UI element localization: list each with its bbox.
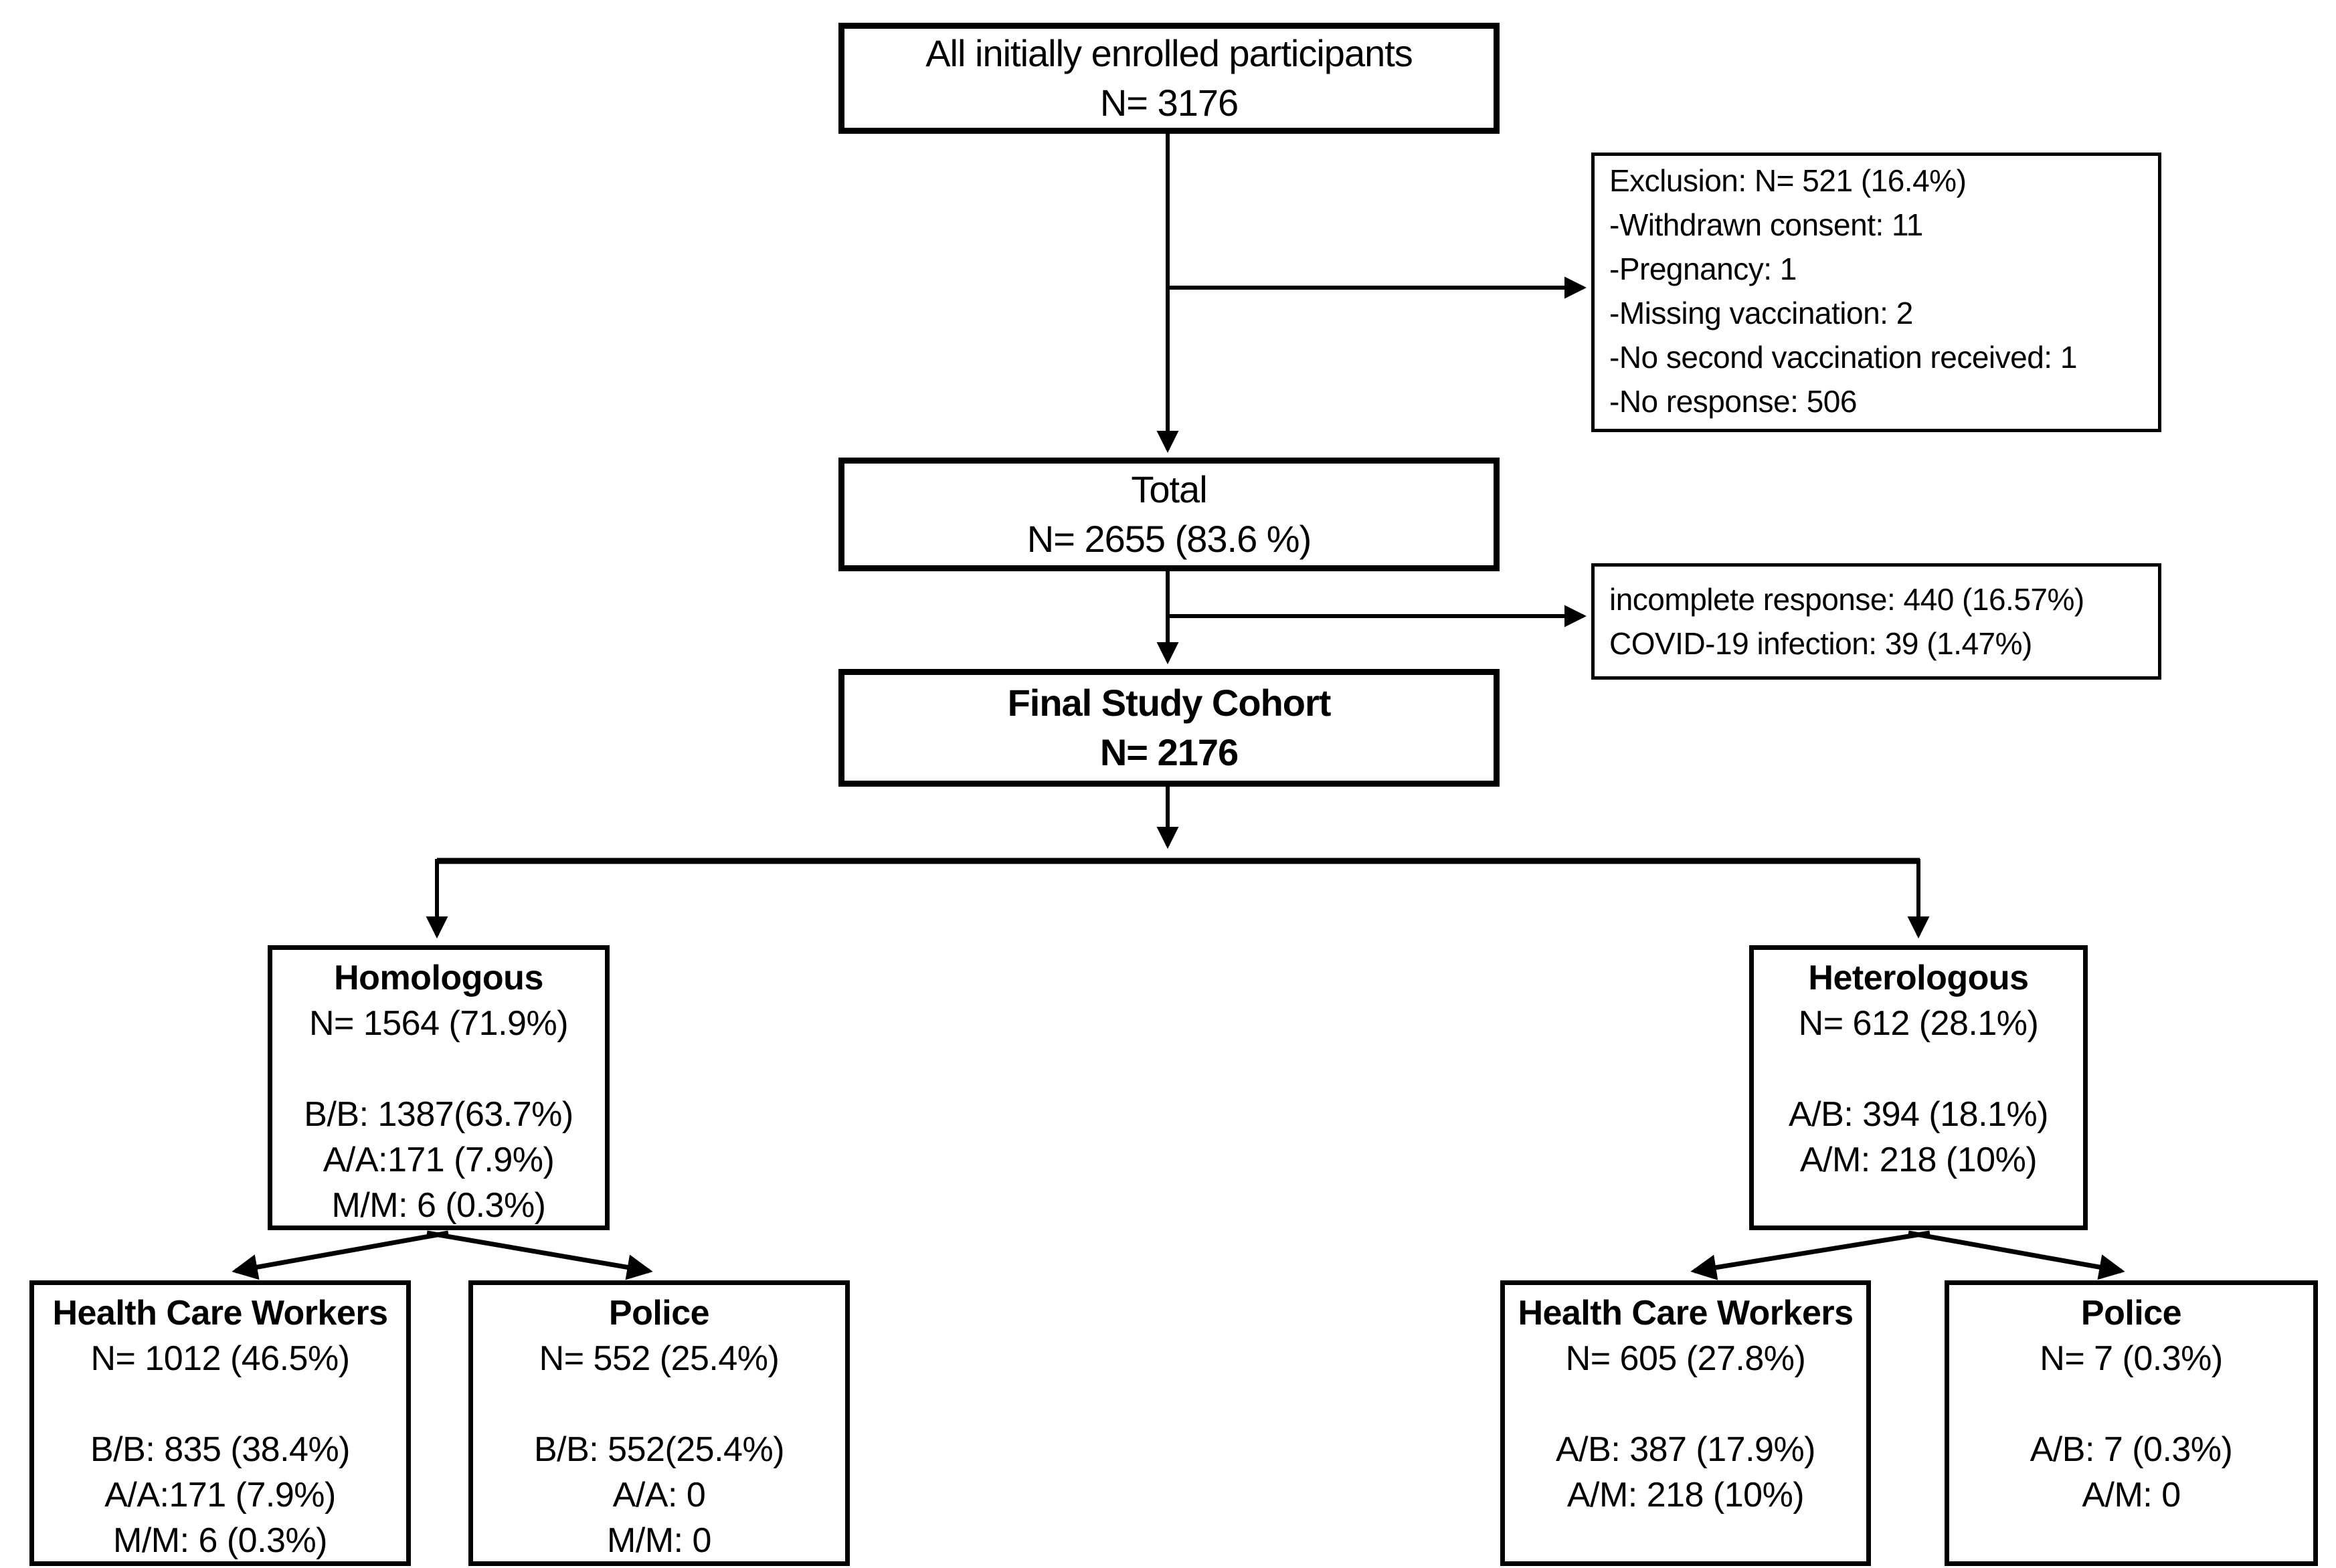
exclusion-line: -Pregnancy: 1 [1609,252,1797,286]
attrition-line: incomplete response: 440 (16.57%) [1609,582,2084,617]
node-hcw-homologous-n: N= 1012 (46.5%) [90,1339,350,1378]
node-final-n: N= 2176 [1099,731,1239,773]
arrow-heterologous-to-hcw [1690,1230,1930,1280]
spacer [1754,1046,2083,1092]
node-total: Total N= 2655 (83.6 %) [838,458,1500,571]
spacer [1505,1381,1866,1427]
node-heterologous-title: Heterologous [1808,959,2029,997]
exclusion-line: -Withdrawn consent: 11 [1609,207,1923,242]
node-police-homologous-title: Police [608,1294,710,1333]
arrow-heterologous-to-police [1908,1230,2125,1280]
heterologous-stat: A/M: 218 (10%) [1799,1141,2038,1179]
node-heterologous: Heterologous N= 612 (28.1%) A/B: 394 (18… [1749,945,2088,1230]
node-police-heterologous: Police N= 7 (0.3%) A/B: 7 (0.3%) A/M: 0 [1945,1280,2318,1566]
hcw-homologous-stat: A/A:171 (7.9%) [104,1476,336,1514]
police-heterologous-stat: A/M: 0 [2082,1476,2181,1514]
node-hcw-heterologous-title: Health Care Workers [1518,1294,1854,1333]
arrow-homologous-to-police [426,1230,653,1280]
hcw-heterologous-stat: A/M: 218 (10%) [1566,1476,1805,1514]
homologous-stat: B/B: 1387(63.7%) [304,1095,573,1134]
spacer [473,1381,845,1427]
police-homologous-stat: A/A: 0 [612,1476,706,1514]
attrition-line: COVID-19 infection: 39 (1.47%) [1609,626,2032,661]
node-hcw-heterologous: Health Care Workers N= 605 (27.8%) A/B: … [1500,1280,1871,1566]
node-exclusion: Exclusion: N= 521 (16.4%) -Withdrawn con… [1591,153,2161,432]
hcw-homologous-stat: M/M: 6 (0.3%) [113,1521,328,1560]
node-homologous-title: Homologous [334,959,543,997]
node-final-title: Final Study Cohort [1007,682,1332,724]
heterologous-stat: A/B: 394 (18.1%) [1789,1095,2049,1134]
node-police-heterologous-title: Police [2080,1294,2182,1333]
spacer [34,1381,406,1427]
exclusion-line: -Missing vaccination: 2 [1609,296,1913,330]
homologous-stat: M/M: 6 (0.3%) [331,1186,547,1225]
node-total-n: N= 2655 (83.6 %) [1026,518,1312,560]
exclusion-line: -No response: 506 [1609,384,1857,419]
hcw-heterologous-stat: A/B: 387 (17.9%) [1556,1430,1816,1469]
node-police-heterologous-n: N= 7 (0.3%) [2040,1339,2223,1378]
node-enrolled: All initially enrolled participants N= 3… [838,23,1500,134]
node-hcw-heterologous-n: N= 605 (27.8%) [1565,1339,1806,1378]
node-final: Final Study Cohort N= 2176 [838,669,1500,787]
arrow-homologous-to-hcw [232,1230,449,1280]
node-hcw-homologous: Health Care Workers N= 1012 (46.5%) B/B:… [29,1280,411,1566]
police-heterologous-stat: A/B: 7 (0.3%) [2030,1430,2233,1469]
node-police-homologous: Police N= 552 (25.4%) B/B: 552(25.4%) A/… [468,1280,850,1566]
node-attrition: incomplete response: 440 (16.57%) COVID-… [1591,563,2161,680]
exclusion-line: Exclusion: N= 521 (16.4%) [1609,163,1967,198]
node-homologous: Homologous N= 1564 (71.9%) B/B: 1387(63.… [268,945,610,1230]
node-heterologous-n: N= 612 (28.1%) [1798,1004,2039,1043]
node-enrolled-n: N= 3176 [1099,82,1239,124]
node-hcw-homologous-title: Health Care Workers [52,1294,388,1333]
police-homologous-stat: M/M: 0 [607,1521,711,1560]
spacer [272,1046,605,1092]
node-total-title: Total [1131,468,1207,511]
hcw-homologous-stat: B/B: 835 (38.4%) [90,1430,351,1469]
node-police-homologous-n: N= 552 (25.4%) [539,1339,780,1378]
spacer [1949,1381,2313,1427]
exclusion-line: -No second vaccination received: 1 [1609,340,2077,375]
node-enrolled-title: All initially enrolled participants [925,32,1413,75]
police-homologous-stat: B/B: 552(25.4%) [533,1430,785,1469]
homologous-stat: A/A:171 (7.9%) [323,1141,555,1179]
node-homologous-n: N= 1564 (71.9%) [308,1004,569,1043]
